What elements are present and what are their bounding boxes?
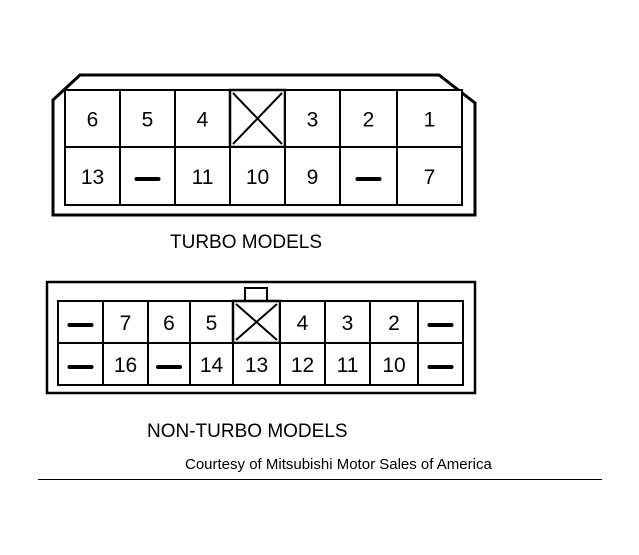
nonturbo-pin-number: 11 — [337, 354, 359, 377]
nonturbo-pin-number: 16 — [114, 354, 137, 377]
nonturbo-cavity — [279, 300, 326, 344]
nonturbo-pin-number: 13 — [245, 354, 268, 377]
nonturbo-cavity — [417, 342, 464, 386]
nonturbo-blocked-cavity-mark — [235, 303, 278, 341]
turbo-pin-number: 4 — [197, 109, 209, 132]
nonturbo-pin-number: 5 — [206, 312, 218, 335]
nonturbo-cavity — [324, 342, 371, 386]
turbo-pin-number: 3 — [307, 109, 319, 132]
turbo-cavity — [339, 89, 398, 148]
turbo-cavity — [174, 89, 231, 148]
nonturbo-cavity — [147, 342, 191, 386]
nonturbo-pin-number: 12 — [291, 354, 314, 377]
non-turbo-models-caption: NON-TURBO MODELS — [147, 421, 348, 442]
turbo-cavity — [284, 89, 341, 148]
nonturbo-connector-outer — [45, 280, 477, 395]
turbo-pin-number: 5 — [142, 109, 154, 132]
turbo-pin-grid: 6 5 4 3 2 1 13 11 10 9 7 — [64, 88, 463, 206]
nonturbo-pin-number: 14 — [200, 354, 224, 377]
nonturbo-cavity — [232, 342, 281, 386]
nonturbo-pin-number: 10 — [382, 354, 405, 377]
turbo-pin-number: 6 — [87, 109, 99, 132]
turbo-pin-number: 13 — [81, 166, 104, 189]
nonturbo-cavity — [417, 300, 464, 344]
turbo-cavity — [339, 146, 398, 206]
turbo-pin-number: 7 — [424, 166, 436, 189]
turbo-cavity — [174, 146, 231, 206]
turbo-cavity — [396, 89, 463, 148]
turbo-pin-number: 11 — [192, 166, 214, 189]
turbo-pin-number: 1 — [424, 109, 436, 132]
turbo-blocked-cavity-mark — [232, 92, 283, 145]
turbo-models-caption: TURBO MODELS — [170, 232, 323, 253]
courtesy-credit: Courtesy of Mitsubishi Motor Sales of Am… — [185, 456, 492, 473]
nonturbo-cavity — [57, 300, 104, 344]
footer-divider — [38, 479, 602, 480]
nonturbo-pin-grid: 7 6 5 4 3 2 16 14 13 12 11 10 — [57, 299, 464, 386]
nonturbo-cavity — [102, 342, 149, 386]
nonturbo-pin-number: 7 — [120, 312, 132, 335]
nonturbo-cavity — [189, 300, 234, 344]
turbo-cavity — [284, 146, 341, 206]
turbo-cavity — [396, 146, 463, 206]
turbo-cavity — [119, 146, 176, 206]
turbo-cavity — [229, 146, 286, 206]
nonturbo-pin-number: 6 — [163, 312, 175, 335]
turbo-connector-outer — [51, 73, 477, 217]
nonturbo-cavity — [57, 342, 104, 386]
turbo-pin-number: 9 — [307, 166, 319, 189]
turbo-pin-number: 10 — [246, 166, 269, 189]
nonturbo-pin-number: 3 — [342, 312, 354, 335]
nonturbo-pin-number: 4 — [297, 312, 309, 335]
turbo-pin-number: 2 — [363, 109, 375, 132]
nonturbo-pin-number: 2 — [388, 312, 400, 335]
nonturbo-cavity — [369, 342, 419, 386]
